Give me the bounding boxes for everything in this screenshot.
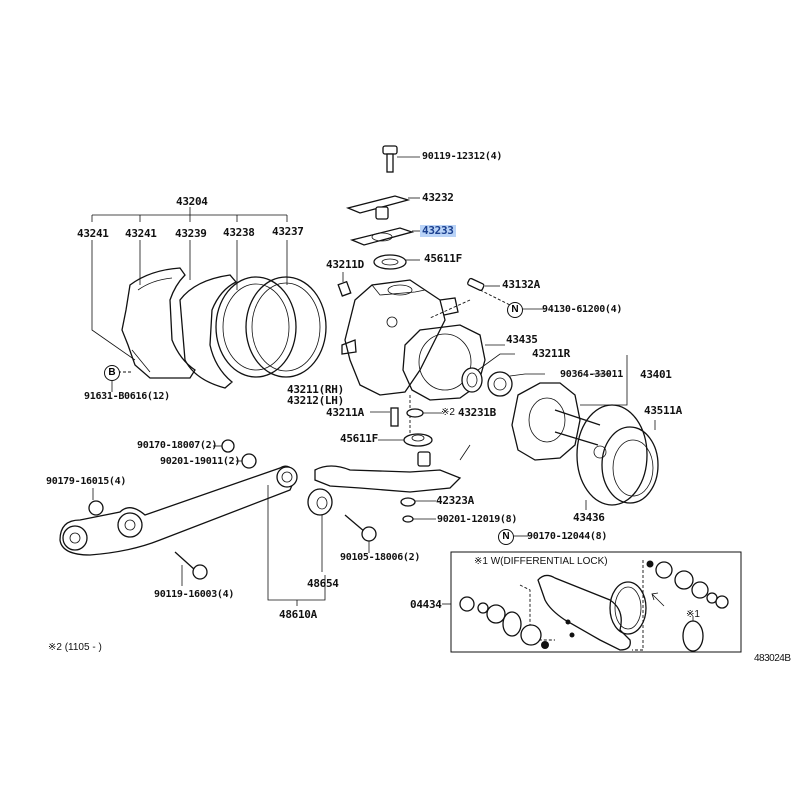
- inset-box-04434: [442, 551, 742, 653]
- washer-90201-19011: [236, 453, 257, 469]
- label-90364-33011[interactable]: 90364-33011: [560, 369, 623, 380]
- label-45611F-bottom[interactable]: 45611F: [340, 432, 378, 445]
- label-43241-a[interactable]: 43241: [77, 227, 109, 240]
- bolt-43132A: [429, 277, 511, 319]
- label-43232[interactable]: 43232: [422, 191, 454, 204]
- inset-title: ※1 W(DIFFERENTIAL LOCK): [474, 556, 608, 567]
- steering-arm: [314, 444, 471, 493]
- bearing-90364-33011: [487, 371, 545, 397]
- ring-43238: [215, 276, 297, 378]
- label-43211-RH[interactable]: 43211(RH): [287, 383, 344, 396]
- inset-note-mark-1: ※1: [686, 609, 700, 620]
- label-90170-12044[interactable]: 90170-12044(8): [527, 531, 608, 542]
- label-43436[interactable]: 43436: [573, 511, 605, 524]
- plate-43239: [179, 274, 238, 389]
- label-45611F-top[interactable]: 45611F: [424, 252, 462, 265]
- steering-knuckle-43211: [341, 279, 459, 396]
- nut-90179-16015: [88, 488, 104, 516]
- bolt-90119-12312: [382, 145, 420, 173]
- label-43241-b[interactable]: 43241: [125, 227, 157, 240]
- seal-43211R: [461, 353, 515, 393]
- label-43237[interactable]: 43237: [272, 225, 304, 238]
- label-43239[interactable]: 43239: [175, 227, 207, 240]
- bolt-set-marker-B: B: [104, 365, 120, 381]
- label-90105-18006[interactable]: 90105-18006(2): [340, 552, 421, 563]
- shim-43233: [349, 227, 420, 246]
- nut-marker-N-2: N: [498, 529, 514, 545]
- label-43435[interactable]: 43435: [506, 333, 538, 346]
- label-43401[interactable]: 43401: [640, 368, 672, 381]
- label-90201-12019[interactable]: 90201-12019(8): [437, 514, 518, 525]
- label-48610A[interactable]: 48610A: [279, 608, 317, 621]
- label-43233-selected[interactable]: 43233: [420, 224, 456, 237]
- note-mark-2: ※2: [441, 407, 455, 418]
- stud-43211A: [370, 407, 399, 427]
- bracket-43204: [91, 207, 288, 361]
- label-48654[interactable]: 48654: [307, 577, 339, 590]
- bolt-90105-18006: [344, 514, 377, 553]
- label-91631-B0616[interactable]: 91631-B0616(12): [84, 391, 170, 402]
- label-42323A[interactable]: 42323A: [436, 494, 474, 507]
- bolt-90119-16003: [174, 551, 208, 586]
- washer-43231B: [406, 408, 442, 418]
- stud-43211D: [337, 272, 352, 297]
- cap-43232: [345, 195, 420, 220]
- label-90170-18007[interactable]: 90170-18007(2): [137, 440, 218, 451]
- nut-marker-N: N: [507, 302, 523, 318]
- washer-90201-12019: [402, 515, 436, 523]
- label-04434[interactable]: 04434: [410, 598, 442, 611]
- lower-arm-48610A: [59, 465, 326, 606]
- label-43511A[interactable]: 43511A: [644, 404, 682, 417]
- label-43212-LH[interactable]: 43212(LH): [287, 394, 344, 407]
- label-90179-16015[interactable]: 90179-16015(4): [46, 476, 127, 487]
- washer-42323A: [400, 497, 436, 507]
- nut-90170-18007: [213, 439, 235, 453]
- hub-43511A: [576, 404, 659, 506]
- label-94130-61200[interactable]: 94130-61200(4): [542, 304, 623, 315]
- label-43238[interactable]: 43238: [223, 226, 255, 239]
- label-90201-19011[interactable]: 90201-19011(2): [160, 456, 241, 467]
- bearing-45611F-bottom: [378, 433, 433, 447]
- label-43204[interactable]: 43204: [176, 195, 208, 208]
- bushing-48654: [307, 488, 333, 572]
- ring-43237: [245, 276, 327, 378]
- label-90119-16003[interactable]: 90119-16003(4): [154, 589, 235, 600]
- label-43132A[interactable]: 43132A: [502, 278, 540, 291]
- label-43211D[interactable]: 43211D: [326, 258, 364, 271]
- label-43231B[interactable]: 43231B: [458, 406, 496, 419]
- bearing-45611F-top: [373, 254, 420, 270]
- spindle-43401: [511, 355, 628, 461]
- diagram-id-code: 483024B: [754, 653, 791, 664]
- retainer-plate-43241: [121, 267, 196, 379]
- label-90119-12312[interactable]: 90119-12312(4): [422, 151, 503, 162]
- label-43211R[interactable]: 43211R: [532, 347, 570, 360]
- footnote: ※2 (1105 - ): [48, 642, 102, 653]
- label-43211A[interactable]: 43211A: [326, 406, 364, 419]
